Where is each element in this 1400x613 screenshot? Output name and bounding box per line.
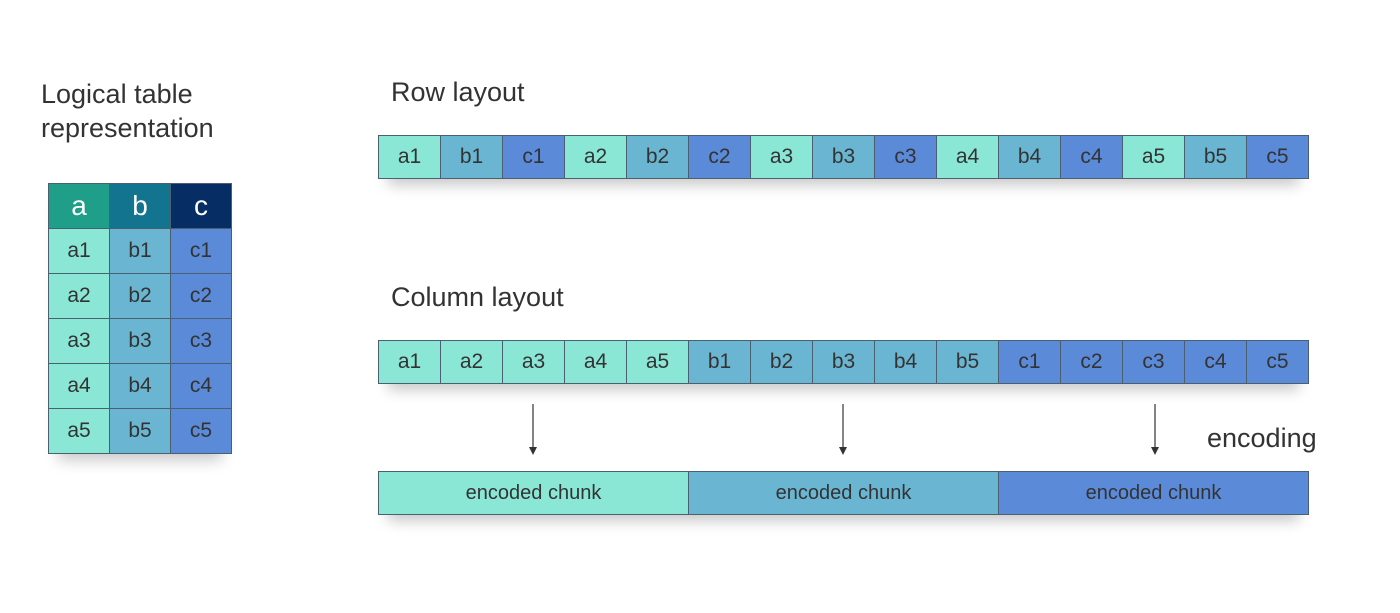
- logical-cell-c: c4: [170, 363, 232, 409]
- column-layout-cell: b4: [875, 341, 937, 383]
- logical-title-line-2: representation: [41, 113, 214, 143]
- logical-cell-a: a5: [48, 408, 110, 454]
- logical-cell-a: a2: [48, 273, 110, 319]
- row-layout-cell: b1: [441, 136, 503, 178]
- row-layout-cell: b5: [1185, 136, 1247, 178]
- logical-cell-c: c5: [170, 408, 232, 454]
- column-layout-cell: c5: [1247, 341, 1308, 383]
- logical-cell-b: b3: [109, 318, 171, 364]
- logical-title-line-1: Logical table: [41, 79, 193, 109]
- header-a: a: [48, 183, 110, 229]
- row-layout-cell: b3: [813, 136, 875, 178]
- column-layout-cell: c1: [999, 341, 1061, 383]
- encoding-label: encoding: [1207, 423, 1317, 453]
- encoding-arrow-2: [839, 404, 847, 455]
- encoded-chunk: encoded chunk: [689, 472, 999, 514]
- column-layout-cell: b5: [937, 341, 999, 383]
- logical-cell-c: c3: [170, 318, 232, 364]
- row-layout-cell: c3: [875, 136, 937, 178]
- row-layout-cell: b2: [627, 136, 689, 178]
- logical-cell-a: a1: [48, 228, 110, 274]
- row-layout-cell: a3: [751, 136, 813, 178]
- encoded-chunk: encoded chunk: [999, 472, 1308, 514]
- logical-cell-b: b2: [109, 273, 171, 319]
- column-layout-cell: b3: [813, 341, 875, 383]
- column-layout-cell: a2: [441, 341, 503, 383]
- logical-cell-b: b4: [109, 363, 171, 409]
- row-layout-cell: c4: [1061, 136, 1123, 178]
- row-layout-cell: a5: [1123, 136, 1185, 178]
- column-layout-cell: c3: [1123, 341, 1185, 383]
- column-layout-cell: c4: [1185, 341, 1247, 383]
- row-layout-cell: c5: [1247, 136, 1308, 178]
- row-layout-cell: a2: [565, 136, 627, 178]
- logical-cell-c: c1: [170, 228, 232, 274]
- encoded-chunk: encoded chunk: [379, 472, 689, 514]
- row-layout-cell: c2: [689, 136, 751, 178]
- column-layout-cell: b1: [689, 341, 751, 383]
- logical-table-title: Logical table representation: [41, 77, 214, 145]
- encoding-arrow-1: [529, 404, 537, 455]
- logical-table-header-row: a b c: [48, 183, 232, 229]
- logical-cell-b: b1: [109, 228, 171, 274]
- row-layout-cell: a4: [937, 136, 999, 178]
- logical-cell-c: c2: [170, 273, 232, 319]
- column-layout-cell: a4: [565, 341, 627, 383]
- header-b: b: [109, 183, 171, 229]
- row-layout-cell: a1: [379, 136, 441, 178]
- column-layout-cell: a3: [503, 341, 565, 383]
- header-c: c: [170, 183, 232, 229]
- logical-cell-a: a3: [48, 318, 110, 364]
- column-layout-title: Column layout: [391, 282, 564, 312]
- row-layout-cell: c1: [503, 136, 565, 178]
- column-layout-cell: b2: [751, 341, 813, 383]
- row-layout-title: Row layout: [391, 77, 525, 107]
- column-layout-cell: a5: [627, 341, 689, 383]
- column-layout-cell: c2: [1061, 341, 1123, 383]
- encoding-arrow-3: [1151, 404, 1159, 455]
- logical-cell-a: a4: [48, 363, 110, 409]
- logical-cell-b: b5: [109, 408, 171, 454]
- row-layout-cell: b4: [999, 136, 1061, 178]
- column-layout-cell: a1: [379, 341, 441, 383]
